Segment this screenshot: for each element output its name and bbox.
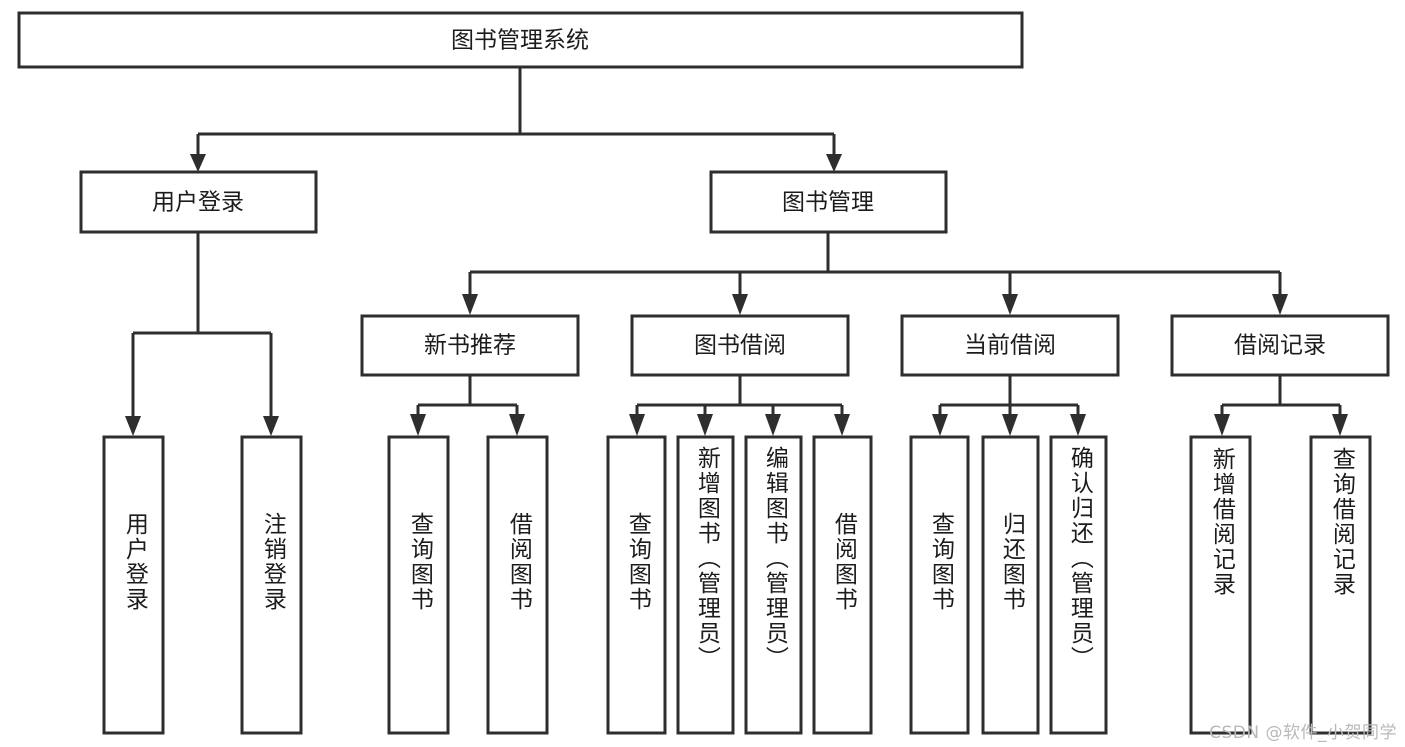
node-current-borrow-label: 当前借阅 [964, 333, 1056, 359]
node-leaf-add-record-box[interactable] [1189, 435, 1252, 735]
edge-bookmanage-to-level3 [468, 232, 1282, 298]
csdn-watermark: CSDN @软件_小贺同学 [1209, 723, 1397, 743]
edge-userlogin-to-children [131, 232, 273, 420]
node-leaf-borrow-book-b-box[interactable] [812, 435, 873, 735]
node-leaf-confirm-return-box[interactable] [1049, 435, 1108, 735]
edge-currentborrow-to-children [938, 375, 1080, 420]
edge-root-to-level2 [196, 67, 836, 158]
node-leaf-query-book-c-box[interactable] [909, 435, 970, 735]
arrowhead-leaf-user-login [125, 416, 141, 436]
arrowhead-book-manage [826, 154, 842, 172]
arrowhead-leaf-add-book [697, 414, 713, 436]
node-leaf-query-book-b-box[interactable] [606, 435, 667, 735]
node-leaf-return-book-box[interactable] [981, 435, 1040, 735]
node-root-box[interactable] [17, 11, 1024, 69]
node-borrow-record[interactable]: 借阅记录 [1170, 314, 1390, 377]
arrowhead-leaf-borrow-book-a [509, 414, 525, 436]
arrowhead-current-borrow [1002, 294, 1018, 315]
arrowhead-borrow-record [1272, 294, 1288, 315]
node-leaf-borrow-book-a-box[interactable] [486, 435, 549, 735]
node-leaf-user-login-box[interactable] [102, 435, 165, 735]
node-current-borrow[interactable]: 当前借阅 [900, 314, 1120, 377]
arrowhead-leaf-query-book-a [410, 414, 426, 436]
node-new-book-rec[interactable]: 新书推荐 [360, 314, 580, 377]
node-leaf-add-book-box[interactable] [676, 435, 735, 735]
node-book-manage[interactable]: 图书管理 [709, 170, 948, 234]
node-leaf-query-book-a-box[interactable] [387, 435, 450, 735]
node-new-book-rec-label: 新书推荐 [424, 333, 516, 359]
node-leaf-query-record-box[interactable] [1309, 435, 1372, 735]
arrowhead-leaf-return-book [1002, 414, 1018, 436]
edge-newbookrec-to-children [416, 375, 519, 420]
arrowhead-book-borrow [732, 294, 748, 315]
arrowhead-new-book-rec [462, 294, 478, 315]
connector-layer [125, 67, 1348, 436]
node-leaf-user-logout-box[interactable] [240, 435, 303, 735]
edge-bookborrow-to-children [635, 375, 844, 420]
node-book-borrow[interactable]: 图书借阅 [630, 314, 850, 377]
node-book-borrow-box[interactable] [630, 314, 850, 377]
arrowhead-leaf-borrow-book-b [834, 414, 850, 436]
node-current-borrow-box[interactable] [900, 314, 1120, 377]
node-user-login-label: 用户登录 [152, 190, 244, 216]
edge-borrowrecord-to-children [1220, 375, 1342, 420]
arrowhead-leaf-edit-book [765, 414, 781, 436]
arrowhead-leaf-query-record [1332, 414, 1348, 436]
node-root-label: 图书管理系统 [451, 28, 589, 54]
arrowhead-leaf-user-logout [263, 416, 279, 436]
node-book-manage-label: 图书管理 [782, 190, 874, 216]
node-book-manage-box[interactable] [709, 170, 948, 234]
arrowhead-leaf-add-record [1214, 414, 1230, 436]
node-root[interactable]: 图书管理系统 [17, 11, 1024, 69]
arrowhead-leaf-query-book-b [629, 414, 645, 436]
arrowhead-leaf-confirm-return [1070, 414, 1086, 436]
node-new-book-rec-box[interactable] [360, 314, 580, 377]
node-borrow-record-label: 借阅记录 [1234, 333, 1326, 359]
arrowhead-user-login [190, 154, 206, 172]
node-leaf-edit-book-box[interactable] [744, 435, 803, 735]
node-user-login[interactable]: 用户登录 [79, 170, 318, 234]
node-user-login-box[interactable] [79, 170, 318, 234]
node-book-borrow-label: 图书借阅 [694, 333, 786, 359]
arrowhead-leaf-query-book-c [932, 414, 948, 436]
node-borrow-record-box[interactable] [1170, 314, 1390, 377]
